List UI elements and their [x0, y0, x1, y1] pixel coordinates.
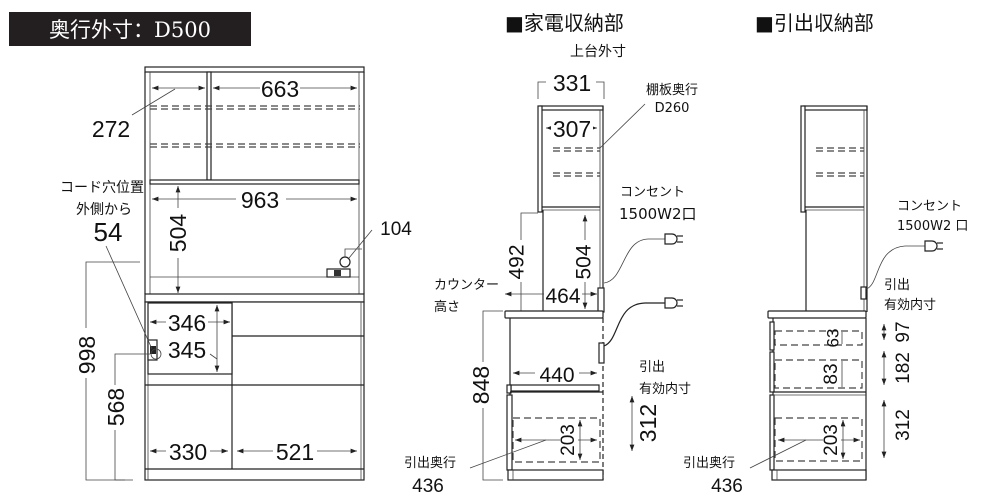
- dim-drawer-inner-height: 203: [558, 424, 579, 456]
- appliance-section-view: ■家電収納部 上台外寸 331 307 棚板奥行 D260 コンセント 1500…: [404, 11, 698, 497]
- countertop: [767, 310, 867, 319]
- cord-hole-icon: [339, 256, 351, 268]
- dim-drawer3-effective: 312: [893, 409, 914, 441]
- outlet-icon: [598, 342, 605, 364]
- drawer-depth-value: 436: [711, 476, 743, 497]
- dim-cord-hole-height: 568: [103, 388, 129, 426]
- countertop: [144, 293, 365, 303]
- plug-icon: [924, 240, 943, 252]
- dim-microwave-width: 346: [168, 310, 206, 336]
- dim-drawer3-inner: 203: [821, 424, 842, 456]
- dim-drawer2-effective: 182: [893, 352, 914, 384]
- cord-hole-value: 54: [94, 217, 123, 247]
- dim-gap: 492: [506, 244, 529, 279]
- drawer-section-view: ■引出収納部 コンセント 1500W2 口 引出 有効内寸 63 83: [683, 11, 968, 497]
- dim-counter-height: 848: [468, 366, 494, 404]
- plug-icon: [664, 297, 683, 309]
- dim-upper-right-width: 663: [261, 76, 299, 102]
- dim-upper-left-width: 272: [92, 116, 130, 142]
- drawer-depth-label: 引出奥行: [683, 456, 735, 471]
- cord-hole-label: コード穴位置: [60, 180, 144, 196]
- drawer-front: [769, 321, 775, 351]
- dim-upper-depth: 331: [553, 70, 591, 96]
- plinth: [771, 469, 867, 481]
- plug-icon: [664, 233, 683, 245]
- upper-outer-label: 上台外寸: [570, 44, 626, 60]
- dim-outlet-offset: 104: [380, 219, 412, 240]
- drawer-front: [506, 394, 513, 471]
- shelf-depth-value: D260: [655, 101, 690, 116]
- dim-inner-depth: 440: [539, 364, 574, 387]
- dim-upper-inner-depth: 307: [553, 116, 591, 142]
- outlet-label: コンセント: [620, 185, 685, 200]
- counter-height-label-2: 高さ: [434, 299, 460, 315]
- drawer-effective-label-2: 有効内寸: [884, 297, 936, 313]
- appliance-section-title: ■家電収納部: [505, 11, 624, 35]
- header-background: [9, 12, 251, 46]
- counter-height-label: カウンター: [434, 278, 499, 293]
- outlet-icon: [597, 287, 605, 313]
- drawer-depth-value: 436: [412, 476, 444, 497]
- hutch-side: [800, 105, 806, 213]
- power-cord: [603, 302, 665, 347]
- dim-microwave-height: 345: [168, 337, 206, 363]
- dim-clearance: 504: [573, 244, 596, 279]
- drawer-section-title: ■引出収納部: [755, 11, 874, 35]
- dim-drawer2-inner: 83: [821, 363, 842, 384]
- cord-hole-label-2: 外側から: [76, 202, 132, 218]
- outlet-capacity: 1500W2口: [619, 205, 697, 223]
- drawer-front: [769, 394, 775, 471]
- header-banner: 奥行外寸：D500: [9, 12, 251, 46]
- header-title: 奥行外寸：D500: [49, 18, 211, 42]
- drawer-front: [769, 351, 775, 393]
- outlet-capacity: 1500W2 口: [897, 219, 968, 234]
- front-view: 663 272 963 504 104 コード穴位置 外側から 54 346 3…: [60, 66, 412, 481]
- dim-clearance-height: 504: [165, 214, 191, 253]
- power-cord: [603, 238, 665, 284]
- hutch-bottom-panel: [149, 179, 360, 185]
- plinth: [507, 469, 604, 481]
- dim-drawer-effective: 312: [635, 404, 661, 442]
- dim-inner-width: 963: [241, 187, 279, 213]
- countertop: [504, 310, 604, 319]
- drawer-inner-outline: [774, 417, 863, 462]
- dim-drawer1-inner: 63: [823, 329, 842, 348]
- shelf-depth-label: 棚板奥行: [646, 83, 698, 98]
- drawer-inner-outline: [774, 330, 863, 346]
- hutch-divider: [206, 71, 212, 181]
- outlet-label: コンセント: [897, 199, 962, 214]
- drawer-effective-label: 引出: [884, 278, 910, 293]
- drawer-effective-label-2: 有効内寸: [639, 381, 691, 397]
- dim-total-counter-height: 998: [74, 336, 100, 374]
- hutch-side: [537, 105, 543, 213]
- dim-drawer1-effective: 97: [893, 321, 914, 342]
- dim-counter-depth: 464: [545, 285, 580, 308]
- drawer-depth-label: 引出奥行: [404, 456, 456, 471]
- dim-left-door-width: 330: [169, 439, 207, 465]
- power-cord: [865, 245, 925, 290]
- hutch-top-panel: [144, 66, 365, 73]
- slide-shelf: [510, 384, 600, 392]
- dim-right-drawer-width: 521: [276, 439, 314, 465]
- drawer-inner-outline: [774, 359, 863, 389]
- drawer-effective-label: 引出: [639, 360, 665, 375]
- outlet-icon: [860, 286, 867, 300]
